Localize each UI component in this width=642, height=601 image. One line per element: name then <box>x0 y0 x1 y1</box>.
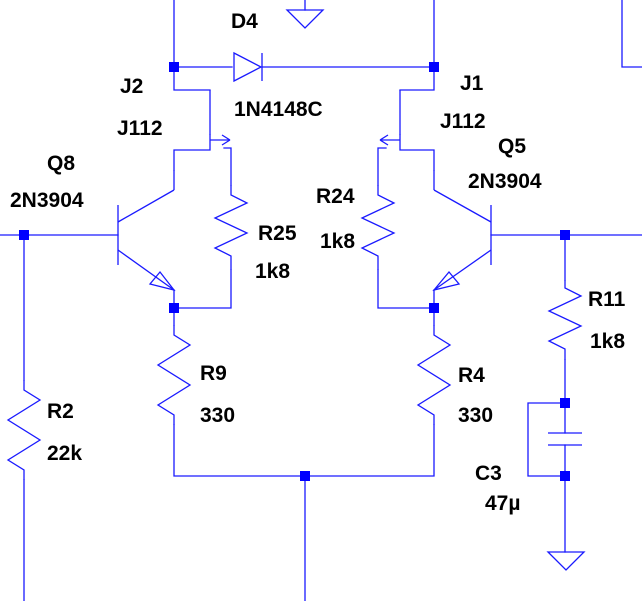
resistor-icon <box>416 325 452 425</box>
r2-value-label: 22k <box>47 442 82 465</box>
c3-value-label: 47µ <box>485 492 520 515</box>
p-jfet-icon <box>209 90 231 146</box>
q8-ref-label: Q8 <box>47 152 75 175</box>
wire-j1-source <box>399 134 435 171</box>
wire-j1-drain <box>399 66 435 91</box>
wire-j1-gate <box>377 147 387 186</box>
r9-ref-label: R9 <box>200 362 227 385</box>
junction-dot-icon <box>429 303 439 313</box>
npn-transistor-icon <box>432 170 492 292</box>
resistor-icon <box>156 325 192 425</box>
junction-dot-icon <box>19 230 29 240</box>
wire-far-right-vertical <box>621 0 642 68</box>
j1-ref-label: J1 <box>460 72 484 95</box>
wire-c3-bypass <box>527 402 566 477</box>
r4-ref-label: R4 <box>458 364 485 387</box>
wire-j2-gate <box>223 147 232 186</box>
junction-dot-icon <box>429 62 439 72</box>
j1-value-label: J112 <box>440 110 486 133</box>
r11-value-label: 1k8 <box>590 330 625 353</box>
capacitor-icon <box>548 432 582 446</box>
wire-q8-emitter <box>173 269 232 309</box>
wire-q5-emitter <box>377 269 435 309</box>
resistor-icon <box>547 280 583 360</box>
resistor-icon <box>213 185 249 270</box>
r24-ref-label: R24 <box>316 185 355 208</box>
r2-ref-label: R2 <box>47 400 74 423</box>
junction-dot-icon <box>300 471 310 481</box>
r25-ref-label: R25 <box>258 222 297 245</box>
wire-tail <box>173 424 435 477</box>
diode-icon <box>233 51 263 83</box>
npn-transistor-icon <box>117 170 176 292</box>
junction-dot-icon <box>560 471 570 481</box>
q5-value-label: 2N3904 <box>468 170 542 193</box>
r25-value-label: 1k8 <box>255 260 290 283</box>
d4-ref-label: D4 <box>231 10 258 33</box>
r11-ref-label: R11 <box>588 288 626 311</box>
junction-dot-icon <box>560 230 570 240</box>
resistor-icon <box>360 185 396 270</box>
labels: D4 1N4148C J2 J112 J1 J112 Q8 2N3904 Q5 … <box>10 10 626 515</box>
p-jfet-icon <box>379 90 401 146</box>
wire-j2-source <box>173 134 211 171</box>
r9-value-label: 330 <box>200 404 235 427</box>
c3-ref-label: C3 <box>475 462 502 485</box>
wire-j2-drain <box>173 66 211 91</box>
junction-dot-icon <box>169 62 179 72</box>
d4-value-label: 1N4148C <box>234 98 323 121</box>
q5-ref-label: Q5 <box>498 135 526 158</box>
junction-dot-icon <box>560 398 570 408</box>
q8-value-label: 2N3904 <box>10 189 84 212</box>
r4-value-label: 330 <box>458 404 493 427</box>
resistor-icon <box>6 380 42 480</box>
r24-value-label: 1k8 <box>320 230 355 253</box>
j2-ref-label: J2 <box>120 75 143 98</box>
j2-value-label: J112 <box>117 117 163 140</box>
junction-dots <box>19 62 570 481</box>
ground-icon <box>546 551 586 571</box>
ground-icon <box>285 9 325 29</box>
junction-dot-icon <box>169 303 179 313</box>
